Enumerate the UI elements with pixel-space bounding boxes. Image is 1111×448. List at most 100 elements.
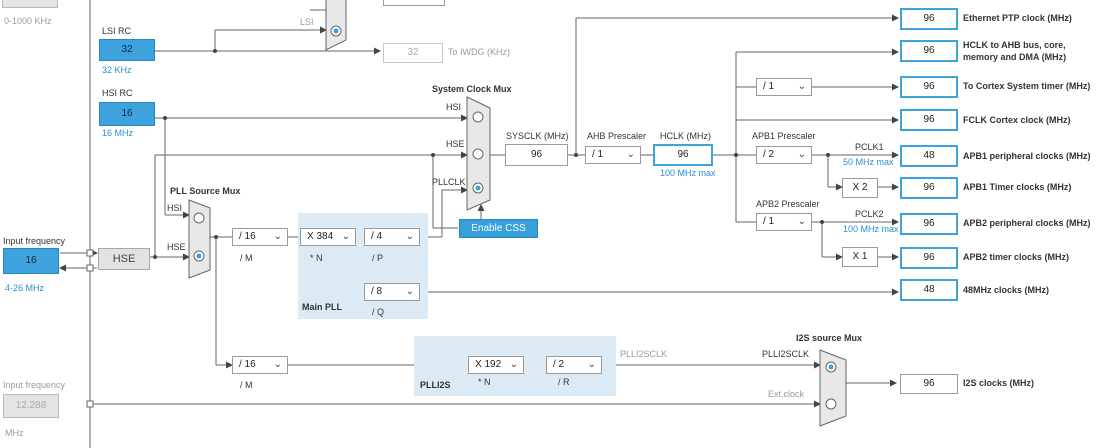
pll-n-label: * N	[310, 253, 323, 263]
ext-input-frequency-field[interactable]: 12.288	[3, 394, 59, 418]
chevron-down-icon: ⌄	[405, 231, 414, 242]
hse-range-label: 0-1000 KHz	[4, 16, 52, 26]
ext-input-frequency-label: Input frequency	[3, 380, 66, 390]
cortex-timer-divider-value: / 1	[763, 81, 775, 92]
ahb-prescaler-label: AHB Prescaler	[587, 131, 647, 141]
plli2s-n-dropdown[interactable]: X 192⌄	[468, 356, 524, 374]
ahb-prescaler-dropdown[interactable]: / 1 ⌄	[585, 146, 641, 164]
pll-source-hse-label: HSE	[167, 242, 186, 252]
pll-n-dropdown[interactable]: X 384 ⌄	[300, 228, 356, 246]
hse-oscillator[interactable]: HSE	[98, 248, 150, 270]
plli2s-m-dropdown[interactable]: / 16 ⌄	[232, 356, 288, 374]
hclk-label: HCLK (MHz)	[660, 131, 711, 141]
i2s-mux-ext-clock-label: Ext.clock	[768, 389, 805, 399]
lsi-mux-input-label: LSI	[300, 17, 314, 27]
iwdg-label: To IWDG (KHz)	[448, 47, 510, 57]
fclk-label: FCLK Cortex clock (MHz)	[963, 115, 1071, 125]
plli2s-output-label: PLLI2SCLK	[620, 349, 668, 359]
input-frequency-range: 4-26 MHz	[5, 283, 45, 293]
ethernet-ptp-clock-value[interactable]: 96	[900, 8, 958, 30]
hsi-rc-unit: 16 MHz	[102, 128, 134, 138]
ext-input-frequency-unit: MHz	[5, 428, 24, 438]
hse-top-box[interactable]	[2, 0, 58, 8]
pclk1-label: PCLK1	[855, 142, 884, 152]
lsi-rc-unit: 32 KHz	[102, 65, 132, 75]
chevron-down-icon: ⌄	[797, 216, 806, 227]
pll-q-label: / Q	[372, 307, 385, 317]
apb1-timer-value[interactable]: 96	[900, 177, 958, 199]
plli2s-m-label: / M	[240, 380, 253, 390]
input-frequency-field[interactable]: 16	[3, 248, 59, 274]
apb2-timer-value[interactable]: 96	[900, 247, 958, 269]
pll-source-mux-title: PLL Source Mux	[170, 186, 241, 196]
apb2-prescaler-dropdown[interactable]: / 1 ⌄	[756, 213, 812, 231]
chevron-down-icon: ⌄	[626, 149, 635, 160]
chevron-down-icon: ⌄	[273, 231, 282, 242]
enable-css-button[interactable]: Enable CSS	[459, 219, 538, 238]
apb1-prescaler-value: / 2	[763, 149, 775, 160]
hsi-rc-value: 16	[99, 102, 155, 126]
pll-q-value: / 8	[371, 286, 383, 297]
apb1-peripheral-value[interactable]: 48	[900, 145, 958, 167]
hsi-rc-label: HSI RC	[102, 88, 133, 98]
chevron-down-icon: ⌄	[341, 231, 350, 242]
hclk-value[interactable]: 96	[653, 144, 713, 166]
i2s-clock-value[interactable]: 96	[900, 374, 958, 394]
fclk-value[interactable]: 96	[900, 109, 958, 131]
plli2s-r-dropdown[interactable]: / 2 ⌄	[546, 356, 602, 374]
hclk-ahb-label-line2: memory and DMA (MHz)	[963, 52, 1067, 62]
i2s-clock-label: I2S clocks (MHz)	[963, 378, 1035, 388]
rtc-top-box	[383, 0, 445, 6]
clk48-label: 48MHz clocks (MHz)	[963, 285, 1050, 295]
pll-n-value: X 384	[307, 231, 334, 242]
system-clock-mux-title: System Clock Mux	[432, 84, 512, 94]
pll-p-value: / 4	[371, 231, 383, 242]
clk48-value[interactable]: 48	[900, 279, 958, 301]
apb2-timer-multiplier: X 1	[842, 247, 878, 267]
apb2-peripheral-label: APB2 peripheral clocks (MHz)	[963, 218, 1091, 228]
sysmux-hse-label: HSE	[446, 139, 465, 149]
plli2s-n-label: * N	[478, 377, 491, 387]
iwdg-value: 32	[383, 43, 443, 63]
cortex-timer-divider-dropdown[interactable]: / 1⌄	[756, 78, 812, 96]
hclk-ahb-label: HCLK to AHB bus, core,	[963, 40, 1066, 50]
apb1-timer-multiplier: X 2	[842, 178, 878, 198]
apb1-prescaler-dropdown[interactable]: / 2 ⌄	[756, 146, 812, 164]
apb1-prescaler-label: APB1 Prescaler	[752, 131, 816, 141]
apb2-peripheral-value[interactable]: 96	[900, 213, 958, 235]
apb1-timer-label: APB1 Timer clocks (MHz)	[963, 182, 1072, 192]
pll-m-dropdown[interactable]: / 16⌄	[232, 228, 288, 246]
plli2s-n-value: X 192	[475, 359, 502, 370]
main-pll-title: Main PLL	[302, 302, 342, 312]
apb2-prescaler-value: / 1	[763, 216, 775, 227]
lsi-rc-value: 32	[99, 39, 155, 61]
chevron-down-icon: ⌄	[587, 359, 596, 370]
rtc-mux	[325, 0, 347, 51]
chevron-down-icon: ⌄	[273, 359, 282, 370]
apb1-peripheral-label: APB1 peripheral clocks (MHz)	[963, 151, 1091, 161]
sysmux-hsi-label: HSI	[446, 102, 462, 112]
plli2s-title: PLLI2S	[420, 380, 451, 390]
hclk-max: 100 MHz max	[660, 168, 716, 178]
ahb-prescaler-value: / 1	[592, 149, 604, 160]
pll-p-label: / P	[372, 253, 384, 263]
i2s-mux-plli2sclk-label: PLLI2SCLK	[762, 349, 810, 359]
pll-q-dropdown[interactable]: / 8⌄	[364, 283, 420, 301]
hclk-ahb-value[interactable]: 96	[900, 40, 958, 62]
pclk2-label: PCLK2	[855, 209, 884, 219]
plli2s-r-value: / 2	[553, 359, 565, 370]
apb2-timer-label: APB2 timer clocks (MHz)	[963, 252, 1070, 262]
plli2s-m-value: / 16	[239, 359, 256, 370]
sysclk-label: SYSCLK (MHz)	[506, 131, 569, 141]
plli2s-r-label: / R	[558, 377, 570, 387]
apb2-max: 100 MHz max	[843, 224, 899, 234]
chevron-down-icon: ⌄	[797, 149, 806, 160]
pll-source-hsi-label: HSI	[167, 203, 183, 213]
input-frequency-label: Input frequency	[3, 236, 66, 246]
pll-p-dropdown[interactable]: / 4 ⌄	[364, 228, 420, 246]
ethernet-ptp-clock-label: Ethernet PTP clock (MHz)	[963, 13, 1072, 23]
cortex-timer-value[interactable]: 96	[900, 76, 958, 98]
apb1-max: 50 MHz max	[843, 157, 894, 167]
sysclk-value[interactable]: 96	[505, 144, 568, 166]
